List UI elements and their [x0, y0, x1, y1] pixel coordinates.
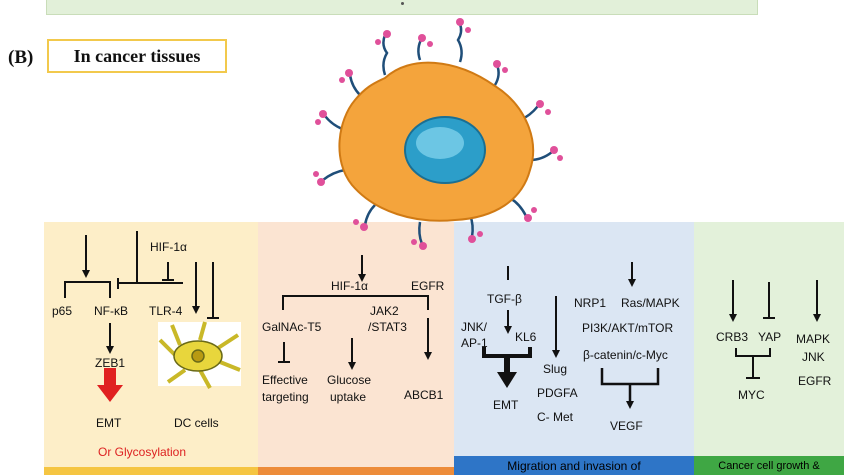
- label-nfkb: NF-κB: [94, 304, 128, 318]
- label-uptake: uptake: [330, 390, 367, 404]
- panel-migration-arrows: [482, 262, 660, 409]
- label-effective: Effective: [262, 373, 308, 387]
- panel-migration: [454, 222, 694, 475]
- footer-growth: Cancer cell growth &: [694, 456, 844, 475]
- dc-cell-icon: [158, 321, 241, 389]
- panel-label: (B): [8, 47, 34, 68]
- label-myc: MYC: [738, 388, 765, 402]
- label-abcb1: ABCB1: [404, 388, 444, 402]
- label-stat3: /STAT3: [368, 320, 407, 334]
- label-nrp1: NRP1: [574, 296, 607, 310]
- emt-block-arrow: [497, 372, 517, 388]
- label-pi3k: PI3K/AKT/mTOR: [582, 321, 674, 335]
- top-caption-bar: [46, 0, 758, 15]
- glycan-tips: [313, 18, 563, 250]
- label-dc-cells: DC cells: [174, 416, 219, 430]
- panel-therapy: [258, 222, 454, 475]
- label-slug: Slug: [543, 362, 568, 376]
- label-ras-mapk: Ras/MAPK: [621, 296, 680, 310]
- label-jnk: JNK/: [461, 320, 488, 334]
- label-emt-migration: EMT: [493, 398, 519, 412]
- label-tlr4: TLR-4: [149, 304, 183, 318]
- label-mapk: MAPK: [796, 332, 831, 346]
- footer-bar-glycosylation: [44, 467, 258, 475]
- label-jnk-growth: JNK: [802, 350, 825, 364]
- label-galnac: GalNAc-T5: [262, 320, 322, 334]
- label-egfr-growth: EGFR: [798, 374, 832, 388]
- panel-glycosylation-arrows: [64, 231, 219, 354]
- label-tgfb: TGF-β: [487, 292, 522, 306]
- label-kl6: KL6: [515, 330, 537, 344]
- label-catenin: β-catenin/c-Myc: [583, 348, 668, 362]
- label-yap: YAP: [758, 330, 782, 344]
- label-vegf: VEGF: [610, 419, 643, 433]
- caption-dot: [401, 2, 404, 5]
- label-hif1a-therapy: HIF-1α: [331, 279, 368, 293]
- label-pdgfa: PDGFA: [537, 386, 578, 400]
- footer-glycosylation: Or Glycosylation: [98, 445, 187, 459]
- label-p65: p65: [52, 304, 73, 318]
- section-title: In cancer tissues: [47, 39, 227, 73]
- panel-growth-arrows: [729, 280, 821, 379]
- label-jak2: JAK2: [370, 304, 399, 318]
- footer-bar-therapy: [258, 467, 454, 475]
- label-cmet: C- Met: [537, 410, 573, 424]
- label-emt: EMT: [96, 416, 122, 430]
- label-ap1: AP-1: [461, 336, 488, 350]
- label-glucose: Glucose: [327, 373, 372, 387]
- red-arrow: [97, 368, 123, 402]
- label-egfr: EGFR: [411, 279, 445, 293]
- panel-therapy-arrows: [278, 255, 432, 370]
- label-hif1a: HIF-1α: [150, 240, 187, 254]
- cancer-cell: [313, 18, 563, 250]
- nucleus-highlight: [416, 127, 464, 159]
- label-crb3: CRB3: [716, 330, 749, 344]
- footer-migration: Migration and invasion of: [454, 456, 694, 475]
- label-targeting: targeting: [262, 390, 309, 404]
- label-zeb1: ZEB1: [95, 356, 126, 370]
